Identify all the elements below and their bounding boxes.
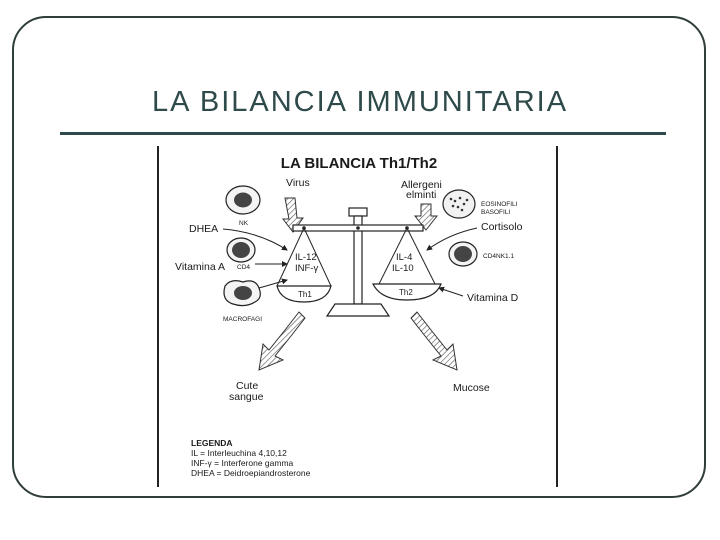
left-pan-il12: IL-12 xyxy=(295,252,317,263)
legend-item-inf: INF-γ = Interferone gamma xyxy=(191,458,294,468)
allergeni-label: Allergeni xyxy=(401,179,442,191)
cd4nk-cell-icon xyxy=(448,241,478,267)
title-rule xyxy=(60,132,666,135)
cd4nk-label: CD4NK1.1 xyxy=(483,253,514,260)
macrofagi-cell-icon xyxy=(223,280,261,307)
eosinofili-cell-icon xyxy=(442,189,476,219)
legend-item-il: IL = Interleuchina 4,10,12 xyxy=(191,448,287,458)
basofili-label: BASOFILI xyxy=(481,209,510,216)
vitamina-d-label: Vitamina D xyxy=(467,292,519,304)
left-pan-infg: INF-γ xyxy=(295,263,318,274)
cortisolo-arrow xyxy=(426,227,478,251)
legend-title: LEGENDA xyxy=(191,438,233,448)
macrofagi-arrow xyxy=(258,278,288,289)
dhea-label: DHEA xyxy=(189,223,218,235)
virus-label: Virus xyxy=(286,177,310,189)
balance-figure: LA BILANCIA Th1/Th2 NK Virus Allergeni e… xyxy=(157,146,558,487)
cd4-cell-icon xyxy=(226,237,256,263)
dhea-arrow xyxy=(222,228,288,251)
slide-frame xyxy=(12,16,706,498)
cd4-label: CD4 xyxy=(237,264,250,271)
right-pan-il4: IL-4 xyxy=(396,252,412,263)
outcome-sangue-label: sangue xyxy=(229,391,264,403)
cortisolo-label: Cortisolo xyxy=(481,221,523,233)
elminti-label: elminti xyxy=(406,189,436,201)
balance-scale-icon xyxy=(276,207,442,317)
macrofagi-label: MACROFAGI xyxy=(223,316,262,323)
allergeni-arrow-icon xyxy=(413,203,439,231)
eosinofili-label: EOSINOFILI xyxy=(481,201,518,208)
nk-cell-icon xyxy=(225,185,261,215)
left-outcome-arrow-icon xyxy=(258,311,306,371)
left-pan-th1: Th1 xyxy=(298,290,312,299)
outcome-mucose-label: Mucose xyxy=(453,382,490,394)
outcome-cute-label: Cute xyxy=(236,380,258,392)
slide-title: LA BILANCIA IMMUNITARIA xyxy=(151,86,569,118)
right-pan-il10: IL-10 xyxy=(392,263,414,274)
nk-label: NK xyxy=(239,220,249,227)
right-pan-th2: Th2 xyxy=(399,288,413,297)
right-outcome-arrow-icon xyxy=(410,311,458,371)
balance-diagram: LA BILANCIA Th1/Th2 NK Virus Allergeni e… xyxy=(175,155,523,478)
diagram-title: LA BILANCIA Th1/Th2 xyxy=(281,155,437,172)
vitamina-a-label: Vitamina A xyxy=(175,261,225,273)
legend-item-dhea: DHEA = Deidroepiandrosterone xyxy=(191,468,311,478)
vitamina-d-arrow xyxy=(438,286,464,297)
